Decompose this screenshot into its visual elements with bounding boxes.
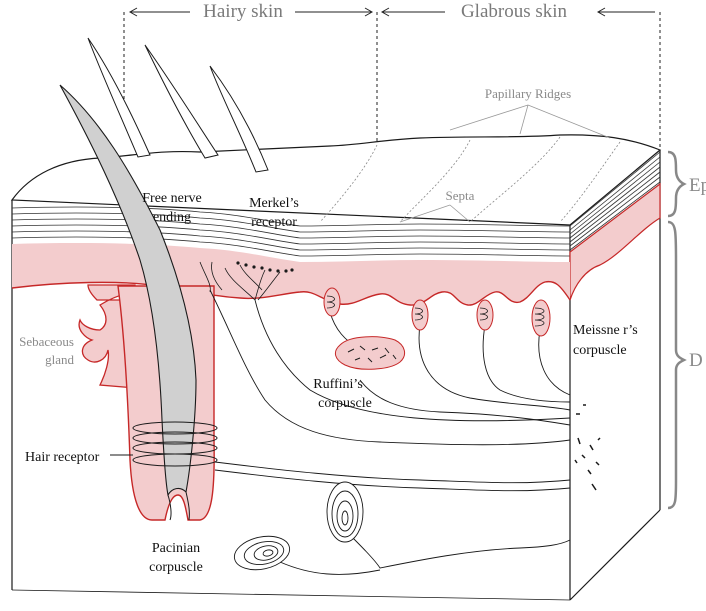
meissners-corpuscle-label-line1: Meissne r’s	[573, 323, 638, 338]
sebaceous-gland-label-line1: Sebaceous	[19, 334, 74, 349]
meissner-corpuscle-1	[323, 287, 341, 317]
hair-shaft	[59, 84, 197, 497]
nerve-meissner-3	[482, 324, 571, 403]
nerve-hair-main-a	[214, 461, 571, 484]
septa-label: Septa	[446, 188, 475, 203]
meissner-corpuscle-3	[476, 299, 494, 331]
septa-leader-2	[449, 204, 471, 223]
pacinian-corpuscle-label-line2: corpuscle	[149, 560, 203, 575]
surface-ridges	[319, 136, 621, 223]
surface-hair-2	[144, 44, 219, 159]
meissner-corpuscles	[323, 287, 551, 337]
nerve-pacinian-1	[344, 529, 571, 569]
block-bottom-side-edge	[569, 509, 661, 601]
nerve-meissner-2	[418, 324, 571, 411]
glabrous-skin-label: Glabrous skin	[461, 1, 568, 22]
papillary-leader-1	[449, 104, 529, 131]
side-braces	[667, 150, 687, 510]
header-arrows	[123, 7, 661, 150]
glabrous-arrowhead-right	[596, 7, 606, 17]
free-nerve-ending-label-line1: Free nerve	[142, 191, 201, 206]
ruffinis-corpuscle-label-line1: Ruffini’s	[313, 377, 363, 392]
ridge-line-1	[319, 144, 378, 223]
nerve-merkel	[254, 299, 571, 422]
merkel-dots	[236, 261, 294, 273]
free-nerve-ending-label-line2: ending	[153, 210, 191, 225]
merkel-receptor-detail	[199, 261, 281, 301]
hair-receptor-label: Hair receptor	[25, 450, 100, 465]
papillary-leader-2	[519, 104, 529, 135]
hairy-skin-label: Hairy skin	[203, 1, 283, 22]
surface-hair-3	[209, 65, 269, 173]
hair-receptor-loop-1	[132, 421, 218, 435]
meissner-coils	[326, 295, 545, 327]
nerve-fibres	[209, 289, 571, 575]
epidermis-brace	[667, 150, 687, 218]
pacinian-corpuscle-1	[326, 481, 364, 543]
merkels-receptor-label-line2: receptor	[251, 215, 297, 230]
dermis-side-label: D	[689, 350, 703, 371]
papillary-ridges-label: Papillary Ridges	[485, 86, 571, 101]
septa-leader-1	[399, 204, 451, 223]
nerve-pacinian-2	[279, 561, 381, 575]
cut-nerve-ends	[574, 404, 601, 491]
label-leaders	[399, 104, 611, 223]
nerve-meissner-4	[538, 329, 571, 396]
nerve-free-ending	[209, 289, 571, 446]
hair-bulb-lines	[167, 491, 190, 521]
ruffini-marks	[347, 345, 397, 363]
sebaceous-gland-label-line2: gland	[45, 352, 74, 367]
hair-receptor-loop-4	[132, 453, 218, 467]
merkels-receptor-label-line1: Merkel’s	[249, 196, 299, 211]
dermis-brace	[667, 220, 687, 510]
nerve-hair-main-b	[214, 469, 571, 492]
block-bottom-edge	[11, 589, 571, 601]
meissner-corpuscle-4	[531, 299, 551, 337]
meissner-corpuscle-2	[411, 299, 429, 331]
glabrous-arrowhead-left	[380, 7, 390, 17]
epidermis-layers-side	[569, 151, 661, 251]
surface-hair-1	[87, 37, 151, 158]
hairy-arrowhead-right	[364, 7, 374, 17]
ridge-line-3	[469, 136, 561, 223]
ruffini-corpuscle	[334, 336, 406, 370]
nerve-ruffini	[359, 379, 571, 426]
meissners-corpuscle-label-line2: corpuscle	[573, 343, 627, 358]
papillary-leader-3	[527, 104, 611, 139]
hair-receptor-loop-2	[132, 431, 218, 445]
dermal-layer-side	[569, 182, 661, 301]
surface-hairs	[87, 37, 269, 173]
pacinian-corpuscle-2	[233, 535, 291, 571]
epidermis-side-label: Ep	[689, 175, 706, 196]
ruffinis-corpuscle-label-line2: corpuscle	[318, 396, 372, 411]
pacinian-corpuscle-label-line1: Pacinian	[152, 541, 200, 556]
hairy-arrowhead-left	[128, 7, 138, 17]
hair-receptor-wraps	[132, 421, 218, 467]
